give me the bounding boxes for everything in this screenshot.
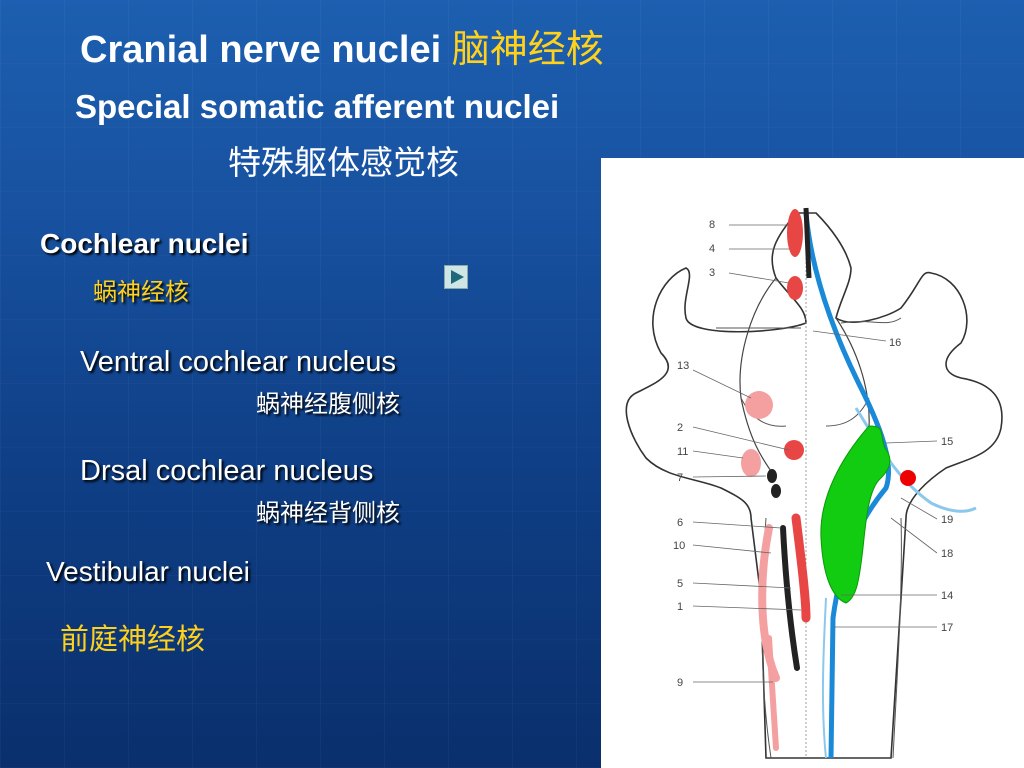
tract-blue-thin <box>821 597 827 759</box>
nucleus-3 <box>787 276 803 300</box>
label-9: 9 <box>677 677 683 689</box>
leader-lines <box>692 224 938 683</box>
cochlear-heading: Cochlear nuclei <box>40 228 249 259</box>
label-11: 11 <box>677 446 688 458</box>
nucleus-8 <box>787 209 803 257</box>
label-14: 14 <box>941 590 953 602</box>
subtitle-en: Special somatic afferent nuclei <box>75 88 560 125</box>
lower-outline-right <box>892 517 902 759</box>
brainstem-inner-left <box>739 277 777 479</box>
vestibular-zh: 前庭神经核 <box>60 622 206 656</box>
nucleus-7b <box>771 484 781 498</box>
label-8: 8 <box>709 219 715 231</box>
dorsal-nucleus-zh: 蜗神经背侧核 <box>256 499 400 527</box>
label-6: 6 <box>677 517 683 529</box>
nerve-right-upper <box>840 317 902 324</box>
label-5: 5 <box>677 578 683 590</box>
label-2: 2 <box>677 422 683 434</box>
cochlear-highlight-green <box>820 425 891 604</box>
label-19: 19 <box>941 514 953 526</box>
brainstem-svg: 8 4 3 13 2 11 7 6 10 5 1 9 16 15 19 18 1… <box>625 207 1003 759</box>
label-7: 7 <box>677 472 683 484</box>
label-1: 1 <box>677 601 683 613</box>
label-4: 4 <box>709 243 715 255</box>
label-10: 10 <box>673 540 685 552</box>
cochlear-zh: 蜗神经核 <box>93 278 189 306</box>
ventral-nucleus-en: Ventral cochlear nucleus <box>80 346 396 378</box>
label-18: 18 <box>941 548 953 560</box>
nucleus-13 <box>745 391 773 419</box>
nucleus-11 <box>741 449 761 477</box>
subtitle-zh: 特殊躯体感觉核 <box>228 143 459 182</box>
vestibular-heading: Vestibular nuclei <box>46 556 250 587</box>
slide-title: Cranial nerve nuclei 脑神经核 <box>80 18 604 73</box>
floor-left <box>740 397 787 427</box>
ventral-nucleus-zh: 蜗神经腹侧核 <box>256 390 400 418</box>
label-3: 3 <box>709 267 715 279</box>
brainstem-diagram: 8 4 3 13 2 11 7 6 10 5 1 9 16 15 19 18 1… <box>601 158 1024 768</box>
play-icon <box>451 270 464 284</box>
dorsal-nucleus-en: Drsal cochlear nucleus <box>80 455 374 487</box>
nucleus-9 <box>766 635 779 751</box>
label-13: 13 <box>677 360 689 372</box>
label-16: 16 <box>889 337 901 349</box>
title-zh: 脑神经核 <box>451 27 604 71</box>
cochlear-red-dot <box>900 470 916 486</box>
label-17: 17 <box>941 622 953 634</box>
title-en: Cranial nerve nuclei <box>80 29 442 71</box>
nucleus-1 <box>780 525 800 671</box>
play-button[interactable] <box>444 265 468 289</box>
label-15: 15 <box>941 436 953 448</box>
floor-right <box>825 397 870 427</box>
nucleus-2 <box>784 440 804 460</box>
nucleus-5 <box>791 513 811 623</box>
black-column <box>803 207 812 279</box>
nucleus-7a <box>767 469 777 483</box>
